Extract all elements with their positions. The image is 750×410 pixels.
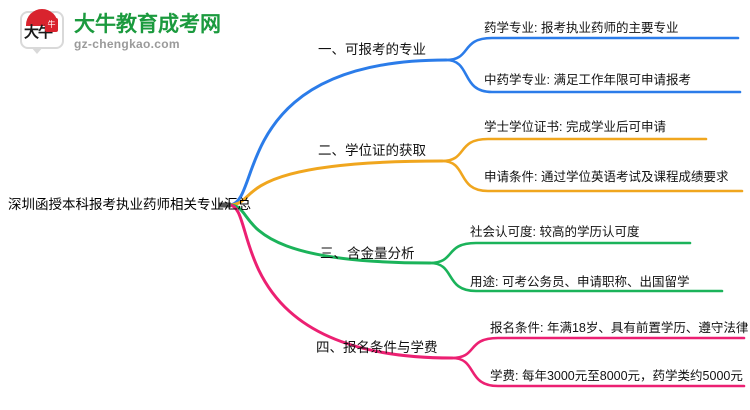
branch-connector bbox=[444, 36, 740, 62]
mindmap-root-label: 深圳函授本科报考执业药师相关专业汇总 bbox=[8, 197, 251, 212]
branch-label-3: 三、含金量分析 bbox=[320, 246, 415, 261]
branch-connector bbox=[227, 203, 432, 265]
branch-label-2: 二、学位证的获取 bbox=[318, 143, 426, 158]
site-logo: 大牛 牛 大牛教育成考网 gz-chengkao.com bbox=[18, 6, 248, 58]
leaf-label-4-2: 学费: 每年3000元至8000元，药学类约5000元 bbox=[490, 369, 743, 383]
branch-connector bbox=[227, 58, 448, 207]
leaf-label-3-1: 社会认可度: 较高的学历认可度 bbox=[470, 225, 640, 239]
leaf-label-2-2: 申请条件: 通过学位英语考试及课程成绩要求 bbox=[484, 170, 729, 184]
logo-wordmark: 大牛教育成考网 gz-chengkao.com bbox=[74, 13, 221, 52]
branch-connector bbox=[227, 203, 454, 360]
branch-connector bbox=[440, 159, 744, 193]
leaf-label-3-2: 用途: 可考公务员、申请职称、出国留学 bbox=[470, 275, 690, 289]
branch-label-4: 四、报名条件与学费 bbox=[316, 340, 438, 355]
logo-title: 大牛教育成考网 bbox=[74, 12, 221, 36]
leaf-label-4-1: 报名条件: 年满18岁、具有前置学历、遵守法律 bbox=[490, 321, 749, 335]
leaf-label-1-2: 中药学专业: 满足工作年限可申请报考 bbox=[484, 73, 691, 87]
branch-label-1: 一、可报考的专业 bbox=[318, 42, 426, 57]
branch-connector bbox=[428, 241, 692, 265]
branch-connector bbox=[450, 336, 746, 360]
logo-seal-icon: 大牛 牛 bbox=[18, 9, 66, 55]
logo-red-stamp-icon: 牛 bbox=[45, 18, 58, 32]
branch-connector bbox=[450, 356, 746, 388]
branch-connector bbox=[428, 261, 724, 293]
logo-subtitle: gz-chengkao.com bbox=[74, 36, 180, 51]
leaf-label-1-1: 药学专业: 报考执业药师的主要专业 bbox=[484, 21, 679, 35]
branch-connector bbox=[444, 58, 742, 94]
mindmap-branch-paths bbox=[219, 36, 746, 388]
branch-connector bbox=[227, 159, 444, 207]
mindmap-root-node bbox=[219, 202, 231, 208]
leaf-label-2-1: 学士学位证书: 完成学业后可申请 bbox=[484, 120, 666, 134]
branch-connector bbox=[440, 137, 708, 163]
